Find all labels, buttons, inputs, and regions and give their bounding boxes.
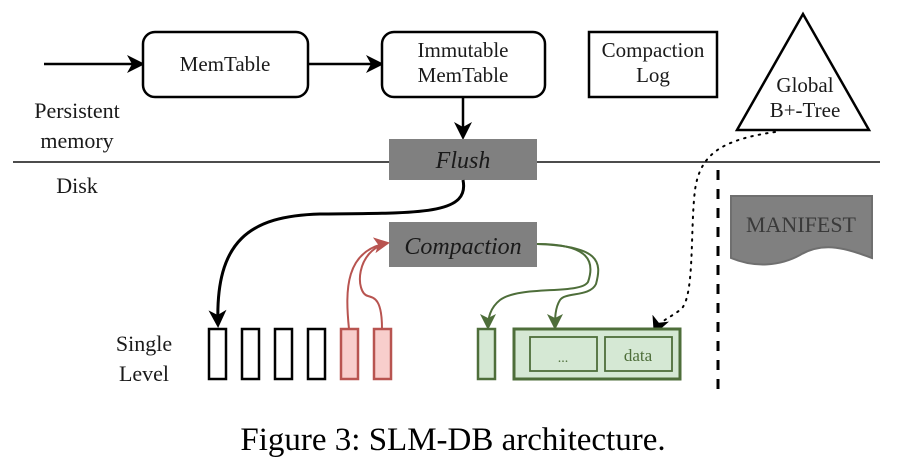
- compaction-label: Compaction: [404, 234, 521, 260]
- new-sstable-file[interactable]: [476, 327, 497, 381]
- sstables-to-compaction-arrows: [346, 237, 390, 330]
- immutable-label-line2: MemTable: [418, 63, 509, 87]
- single-level-label-line1: Single: [116, 331, 172, 356]
- compaction-box[interactable]: Compaction: [389, 222, 537, 267]
- manifest-label: MANIFEST: [746, 212, 857, 237]
- immutable-label-line1: Immutable: [418, 38, 509, 62]
- memtable-label: MemTable: [180, 52, 271, 76]
- global-btree-triangle[interactable]: Global B+-Tree: [734, 11, 872, 132]
- sstable-file[interactable]: [306, 327, 327, 381]
- sstable-file-compacting[interactable]: [372, 327, 393, 381]
- btree-pointer-arrow: [652, 131, 776, 335]
- sstable-file[interactable]: [240, 327, 261, 381]
- figure-caption: Figure 3: SLM-DB architecture.: [240, 422, 665, 458]
- flush-box[interactable]: Flush: [389, 139, 537, 180]
- ellipsis-label: ...: [558, 351, 569, 366]
- sstable-file[interactable]: [273, 327, 294, 381]
- btree-label-line2: B+-Tree: [770, 98, 841, 122]
- flush-label: Flush: [435, 148, 491, 174]
- compaction-log-label-line2: Log: [636, 63, 670, 87]
- memtable-box[interactable]: MemTable: [141, 30, 310, 99]
- compaction-to-output-arrows: [480, 243, 600, 330]
- data-label: data: [624, 346, 653, 365]
- compaction-output-group: ... data: [476, 327, 682, 381]
- ellipsis-block: [529, 336, 598, 372]
- sstable-file[interactable]: [207, 327, 228, 381]
- immutable-memtable-box[interactable]: Immutable MemTable: [380, 30, 547, 99]
- compaction-log-box[interactable]: Compaction Log: [587, 30, 719, 99]
- persistent-memory-label-line2: memory: [40, 128, 113, 153]
- btree-label-line1: Global: [776, 73, 833, 97]
- manifest-document[interactable]: MANIFEST: [730, 195, 873, 266]
- single-level-label-line2: Level: [119, 361, 169, 386]
- sstable-file-compacting[interactable]: [339, 327, 360, 381]
- data-block[interactable]: [604, 336, 673, 372]
- compaction-log-label-line1: Compaction: [602, 38, 705, 62]
- persistent-memory-label-line1: Persistent: [34, 98, 120, 123]
- flush-to-sstable-arrow: [208, 179, 466, 328]
- disk-label: Disk: [56, 173, 98, 198]
- sstable-group: [207, 327, 393, 381]
